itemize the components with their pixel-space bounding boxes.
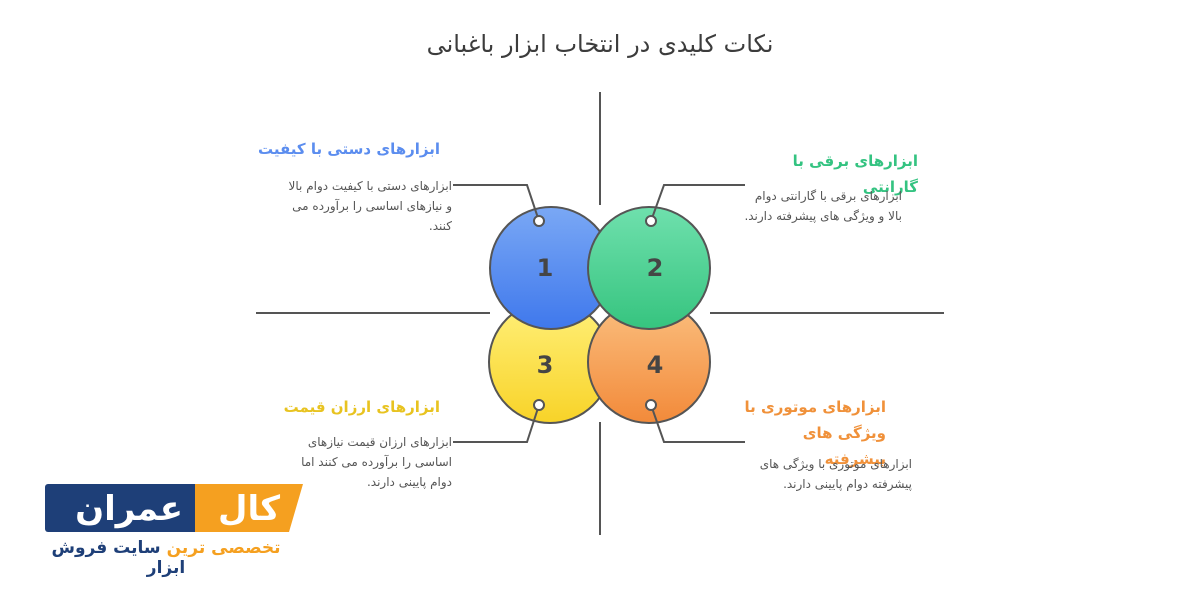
item-1-description: ابزارهای دستی با کیفیت دوام بالا و نیازه… [250,176,452,236]
item-3-heading: ابزارهای ارزان قیمت [283,398,440,416]
logo-tagline-orange: تخصصی ترین [166,538,281,558]
item-3-line-3: دوام پایینی دارند. [366,475,452,489]
page-title: نکات کلیدی در انتخاب ابزار باغبانی [426,30,774,58]
item-4-heading-line-2: ویژگی های پیشرفته [802,424,886,468]
circle-3-number: 3 [537,351,554,379]
item-2-line-2: بالا و ویژگی های پیشرفته دارند. [744,209,902,223]
item-1-line-3: کنند. [428,219,452,233]
item-1-heading: ابزارهای دستی با کیفیت [258,140,440,158]
item-2-heading: ابزارهای برقی با گارانتی [792,152,918,196]
item-4-description: ابزارهای موتوری با ویژگی های پیشرفته دوا… [740,454,912,494]
logo-blue-block [45,484,213,532]
circle-4-number: 4 [647,351,664,379]
connector-4 [650,404,745,443]
item-1-line-1: ابزارهای دستی با کیفیت دوام بالا [288,179,452,193]
connector-1 [453,184,540,222]
brand-logo: عمران کال [45,484,303,532]
connector-2 [650,184,745,222]
item-2-description: ابزارهای برقی با گارانتی دوام بالا و ویژ… [740,186,902,226]
connector-4-dot [645,399,657,411]
circle-1-number: 1 [537,254,554,282]
item-4-heading-line-1: ابزارهای موتوری با [744,398,886,416]
connector-2-dot [645,215,657,227]
item-3-line-2: اساسی را برآورده می کنند اما [301,455,452,469]
logo-omran-text: عمران [75,489,183,529]
logo-tagline: تخصصی ترین سایت فروش ابزار [30,538,302,578]
connector-1-dot [533,215,545,227]
item-4-line-2: پیشرفته دوام پایینی دارند. [783,477,912,491]
logo-orange-block [195,484,303,532]
item-1-line-2: و نیازهای اساسی را برآورده می [292,199,452,213]
circle-2-number: 2 [647,254,664,282]
connector-3-dot [533,399,545,411]
logo-tagline-blue: سایت فروش ابزار [51,538,186,578]
connector-3 [453,404,540,443]
item-2-line-1: ابزارهای برقی با گارانتی دوام [754,189,902,203]
item-3-description: ابزارهای ارزان قیمت نیازهای اساسی را برآ… [262,432,452,492]
item-4-line-1: ابزارهای موتوری با ویژگی های [759,457,912,471]
logo-kal-text: کال [218,489,280,529]
item-3-line-1: ابزارهای ارزان قیمت نیازهای [307,435,452,449]
item-4-heading: ابزارهای موتوری با ویژگی های پیشرفته [740,394,886,472]
circle-2 [587,206,711,330]
